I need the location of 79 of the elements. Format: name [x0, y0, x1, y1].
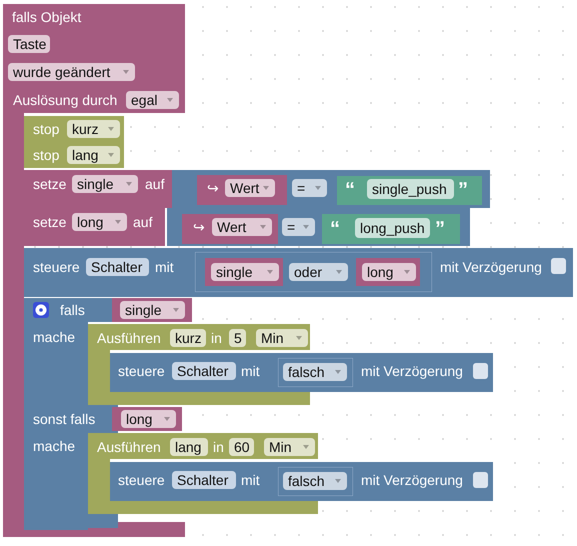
field: 60: [229, 438, 254, 456]
block-label: setze: [33, 214, 66, 230]
block-label: ↪: [207, 180, 219, 196]
dropdown: lang: [67, 146, 120, 164]
quote-mark: “: [345, 182, 355, 198]
dropdown: long: [121, 410, 176, 428]
dropdown: long: [72, 213, 127, 231]
value-block: [337, 176, 482, 205]
block-label: mit Verzögerung: [361, 363, 463, 379]
value-block: [112, 407, 182, 431]
field: Schalter: [172, 362, 236, 380]
dropdown: Min: [256, 329, 308, 347]
dropdown: single: [120, 301, 185, 319]
field: Schalter: [86, 258, 149, 276]
block-label: in: [211, 330, 222, 346]
field: lang: [170, 438, 208, 456]
dropdown: single: [72, 175, 138, 193]
block-label: mache: [33, 438, 76, 454]
dropdown: falsch: [283, 472, 347, 490]
value-block: [278, 467, 353, 496]
block-label: in: [213, 439, 224, 455]
statement-block: [110, 462, 493, 501]
value-block: [356, 258, 420, 286]
block-label: Ausführen: [97, 330, 161, 346]
block-label: auf: [133, 214, 152, 230]
dropdown: =: [282, 218, 315, 236]
block-label: setze: [33, 176, 66, 192]
block-label: mit: [241, 363, 260, 379]
block-label: mit: [155, 259, 174, 275]
field: kurz: [170, 329, 206, 347]
block-label: ↪: [193, 219, 205, 235]
value-block: [205, 258, 283, 286]
statement-block: [24, 208, 165, 246]
dropdown: Wert: [212, 218, 272, 236]
value-block: [195, 252, 432, 292]
block-label: mit Verzögerung: [361, 472, 463, 488]
value-block: [182, 214, 278, 244]
dropdown: kurz: [67, 120, 120, 138]
block-label: mache: [33, 329, 76, 345]
value-block: [278, 358, 353, 387]
block-label: steuere: [118, 472, 165, 488]
block-label: sonst falls: [33, 411, 96, 427]
dropdown: wurde geändert: [8, 63, 135, 81]
dropdown: oder: [289, 263, 348, 281]
block-label: auf: [145, 176, 164, 192]
field: long_push: [355, 218, 430, 238]
value-block: [172, 170, 490, 208]
statement-block: [110, 353, 493, 392]
block-label: stop: [33, 121, 60, 137]
field: Schalter: [172, 471, 236, 489]
quote-mark: ”: [435, 221, 445, 237]
field: 5: [229, 329, 246, 347]
block-label: Ausführen: [97, 439, 161, 455]
statement-block: [24, 142, 124, 168]
block-label: mit: [241, 472, 260, 488]
block-label: steuere: [33, 259, 80, 275]
value-block: [322, 214, 460, 244]
dropdown: Wert: [225, 179, 275, 197]
block-label: Auslösung durch: [13, 92, 118, 108]
field: single_push: [367, 179, 454, 199]
quote-mark: ”: [458, 182, 468, 198]
dropdown: falsch: [283, 363, 347, 381]
block-label: steuere: [118, 363, 165, 379]
value-block: [197, 175, 287, 205]
statement-block: [24, 248, 573, 297]
value-block: [112, 298, 192, 322]
dropdown: =: [292, 179, 327, 197]
value-block: [167, 208, 470, 246]
dropdown: egal: [126, 91, 179, 109]
block-label: stop: [33, 147, 60, 163]
dropdown: Min: [264, 438, 315, 456]
quote-mark: “: [330, 221, 340, 237]
block-label: falls: [60, 302, 85, 318]
statement-block: [24, 116, 124, 142]
field: Taste: [8, 35, 50, 53]
block-label: falls Objekt: [12, 9, 82, 25]
dropdown: long: [362, 263, 416, 281]
dropdown: single: [211, 263, 279, 281]
block-label: mit Verzögerung: [440, 259, 542, 275]
